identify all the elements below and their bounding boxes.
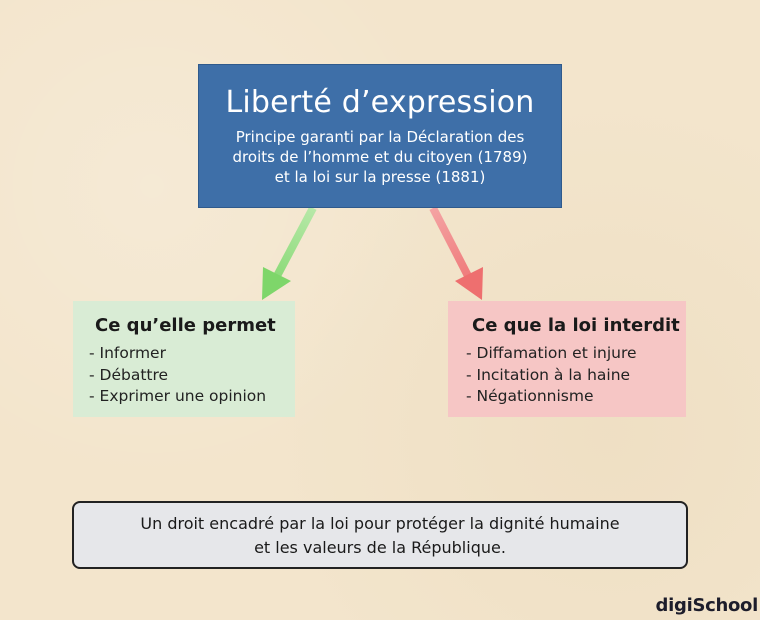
main-subtitle: Principe garanti par la Déclaration des … — [199, 127, 561, 187]
list-item: - Débattre — [89, 365, 169, 384]
main-concept-box: Liberté d’expression Principe garanti pa… — [198, 64, 562, 208]
conclusion-line: Un droit encadré par la loi pour protége… — [140, 514, 620, 533]
list-item: - Informer — [89, 344, 166, 362]
main-subtitle-line: et la loi sur la presse (1881) — [274, 168, 486, 186]
allowed-list: - Informer - Débattre - Exprimer une opi… — [87, 343, 295, 408]
conclusion-box: Un droit encadré par la loi pour protége… — [72, 501, 688, 569]
conclusion-line: et les valeurs de la République. — [254, 538, 506, 557]
list-item: - Diffamation et injure — [466, 344, 637, 362]
main-title: Liberté d’expression — [225, 85, 535, 120]
list-item: - Négationnisme — [466, 387, 594, 405]
list-item: - Incitation à la haine — [466, 365, 631, 384]
main-subtitle-line: Principe garanti par la Déclaration des — [235, 128, 525, 146]
list-item: - Exprimer une opinion — [89, 387, 267, 405]
allowed-box: Ce qu’elle permet - Informer - Débattre … — [73, 301, 295, 417]
forbidden-title: Ce que la loi interdit — [472, 315, 680, 336]
arrow-to-forbidden — [429, 206, 483, 300]
forbidden-list: - Diffamation et injure - Incitation à l… — [464, 343, 686, 408]
allowed-title: Ce qu’elle permet — [95, 315, 276, 336]
forbidden-box: Ce que la loi interdit - Diffamation et … — [448, 301, 686, 417]
main-subtitle-line: droits de l’homme et du citoyen (1789) — [232, 148, 528, 166]
digischool-logo: digiSchool — [655, 595, 759, 616]
arrow-to-allowed — [262, 206, 317, 300]
